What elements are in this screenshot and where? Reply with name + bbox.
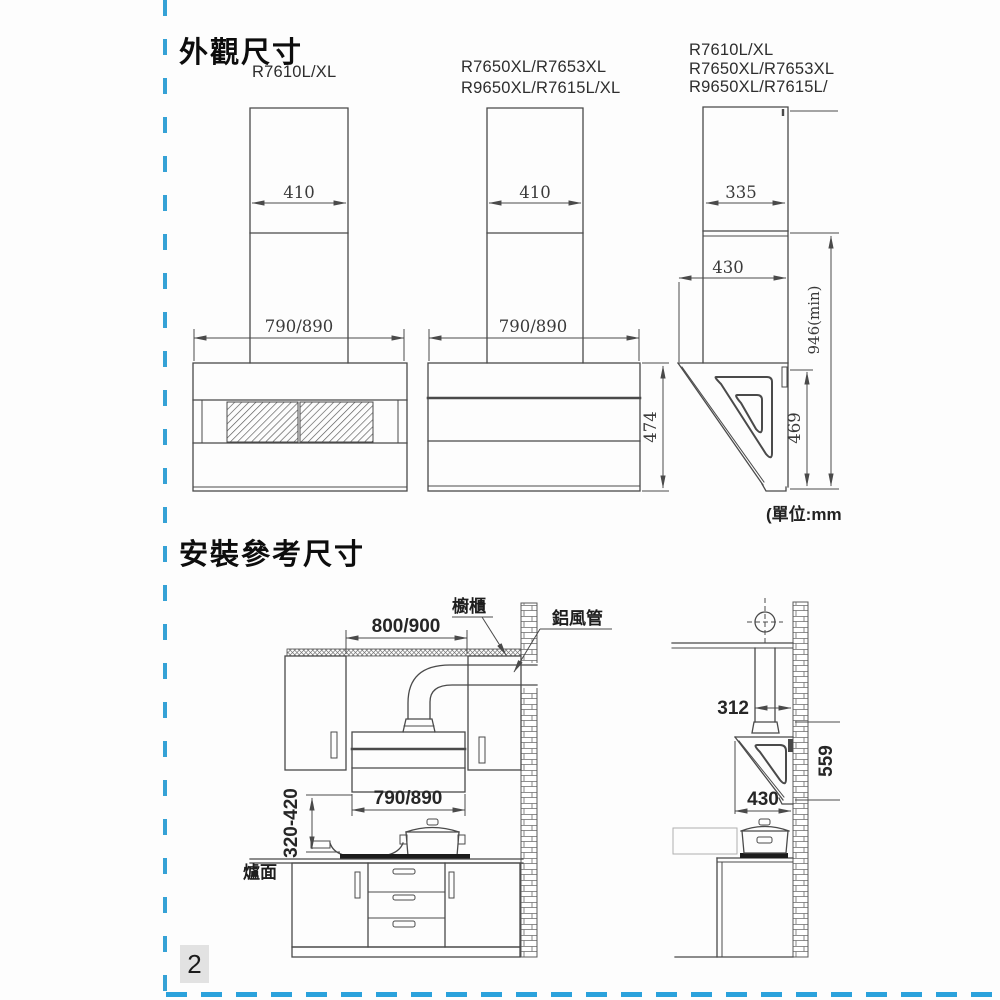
dim-chimney-depth-top: 335 [725,183,757,202]
duct-outer-line [407,664,538,720]
cooktop [340,854,470,859]
base-cabinet [291,862,521,948]
dim-side-height: 559 [816,745,837,777]
page-number-badge: 2 [180,945,209,983]
dim-chimney-depth-bottom: 430 [712,258,744,277]
duct-outlet-circle [754,611,776,633]
hood-side-glass-window [754,744,787,785]
model-right-line1: R7610L/XL [689,41,774,59]
label-cabinet: 櫥櫃 [452,596,486,616]
label-aluminum-duct: 鋁風管 [552,608,603,628]
label-stove-surface: 爐面 [243,862,277,882]
upper-cabinet-right [467,655,522,771]
dim-body-width-left: 790/890 [265,317,334,336]
hood-glass-window [735,394,763,434]
model-label-left: R7610L/XL [252,63,337,81]
front-view-middle-drawing: 410 790/890 474 [426,107,669,492]
section-title-installation-dimensions: 安裝參考尺寸 [179,539,366,572]
page-bottom-dashed-border [166,992,1000,997]
dim-chimney-width-middle: 410 [519,183,551,202]
model-label-right: R7610L/XL R7650XL/R7653XL R9650XL/R7615L… [689,41,834,97]
dim-hood-width: 790/890 [374,788,443,809]
model-right-line2: R7650XL/R7653XL [689,59,835,78]
installation-side-view: 312 430 559 [671,598,840,958]
dim-body-width-middle: 790/890 [499,317,568,336]
dim-body-height: 474 [641,411,660,443]
wall-brick-front [520,602,538,958]
page-left-dashed-border [163,0,167,998]
unit-note: (單位:mm [766,505,842,524]
dim-body-height-side: 469 [785,412,804,444]
model-middle-line2: R9650XL/R7615L/XL [461,78,621,97]
dim-cabinet-gap: 800/900 [372,616,441,637]
dim-chimney-width-left: 410 [283,183,315,202]
hood-front [351,731,466,793]
duct-inner-line [429,684,538,720]
grease-filter-right [299,401,374,443]
page-number: 2 [187,948,202,979]
dim-hood-depth: 430 [747,789,779,810]
model-middle-line1: R7650XL/R7653XL [461,58,607,76]
front-view-left-drawing: 410 790/890 [192,107,408,492]
model-right-line3: R9650XL/R7615L/ [689,78,828,96]
wall-brick-side [792,601,809,958]
side-view-right-drawing: 335 430 469 946(min) [677,106,839,492]
dim-total-height-min: 946(min) [805,285,823,354]
dim-duct-offset: 312 [717,698,749,719]
pot [405,831,460,857]
hood-glass-panel-outline [714,376,773,459]
cabinet-top-panel [286,648,522,657]
dim-hood-to-stove: 320-420 [281,788,302,858]
pot-side [741,830,789,854]
model-label-middle: R7650XL/R7653XL R9650XL/R7615L/XL [461,57,620,98]
grease-filter-left [226,401,299,443]
cooktop-side [740,853,788,858]
installation-front-view: 800/900 790/890 320-420 [243,596,612,958]
upper-cabinet-left [284,655,347,771]
section-title-exterior-dimensions: 外觀尺寸 [179,37,304,70]
